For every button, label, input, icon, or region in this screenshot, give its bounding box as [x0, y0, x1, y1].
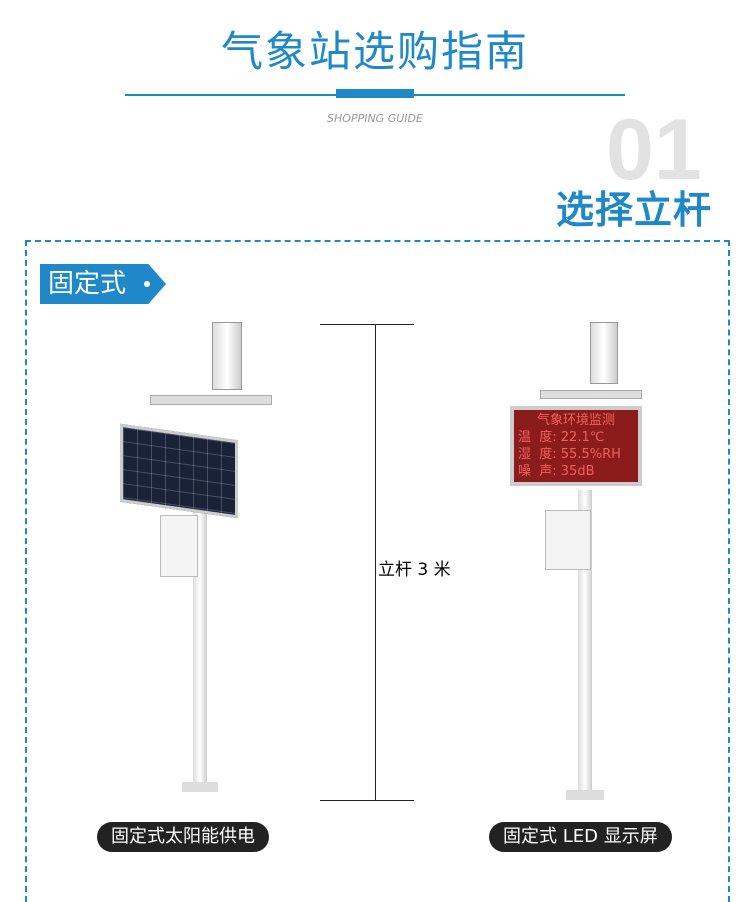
tag-dot-icon: [144, 281, 150, 287]
height-label: 立杆 3 米: [378, 555, 451, 580]
led-line: 气象环境监测: [536, 413, 615, 428]
category-tag: 固定式: [40, 264, 166, 304]
content-frame: [25, 240, 730, 902]
led-line: 温 度: 22.1℃: [518, 430, 605, 445]
product-caption: 固定式 LED 显示屏: [489, 822, 672, 852]
product-caption: 固定式太阳能供电: [97, 822, 269, 852]
led-line: 噪 声: 35dB: [518, 464, 595, 479]
category-tag-label: 固定式: [48, 269, 127, 299]
page-subtitle: SHOPPING GUIDE: [327, 112, 423, 125]
height-marker-bottom: [320, 800, 414, 801]
height-marker-line: [375, 324, 376, 800]
title-divider-accent: [336, 89, 414, 98]
section-number: 01: [606, 116, 702, 184]
led-display: 气象环境监测 温 度: 22.1℃ 湿 度: 55.5%RH 噪 声: 35dB: [510, 406, 642, 486]
section-title: 选择立杆: [556, 188, 713, 232]
led-line: 湿 度: 55.5%RH: [518, 447, 621, 462]
height-marker-top: [320, 324, 414, 325]
page-title: 气象站选购指南: [220, 27, 529, 76]
